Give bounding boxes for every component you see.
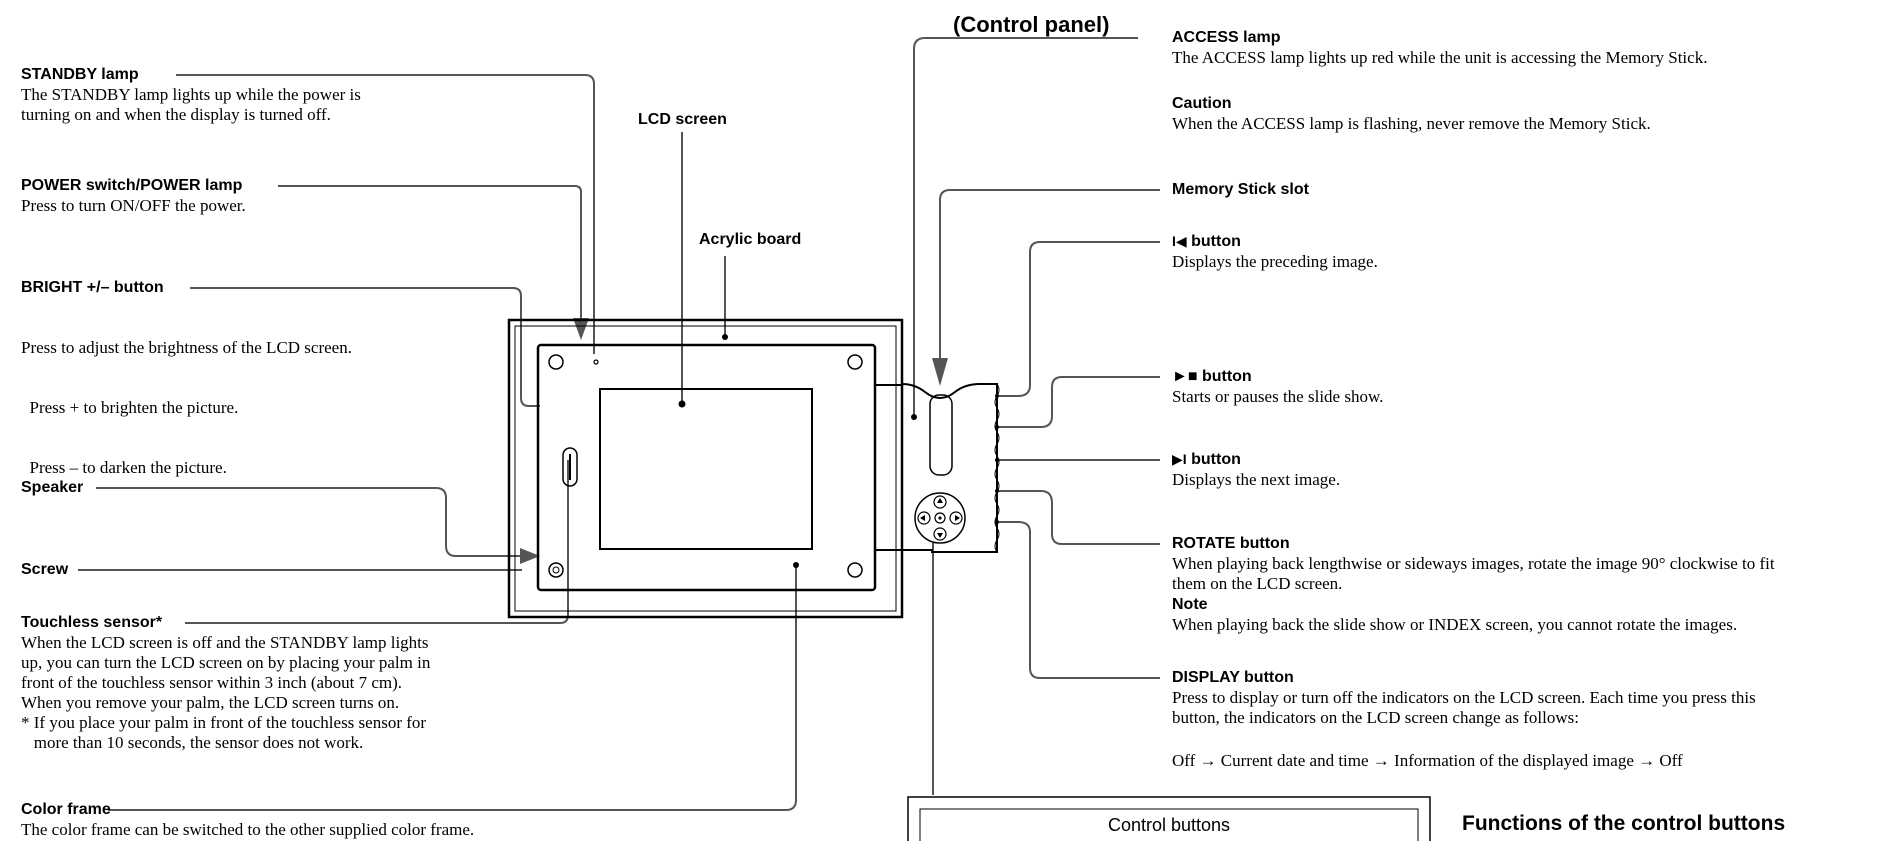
display-leader [997,521,1160,679]
rotate-button-text: When playing back lengthwise or sideways… [1172,554,1775,593]
play-leader [997,376,1160,428]
speaker-arrow [520,548,540,564]
power-arrow [573,318,589,340]
caution-text: When the ACCESS lamp is flashing, never … [1172,114,1651,133]
access-lamp-title: ACCESS lamp [1172,29,1281,46]
memory-stick-slot-title: Memory Stick slot [1172,181,1309,198]
touchless-sensor-title: Touchless sensor* [21,614,163,631]
next-track-icon: ▶I [1172,451,1187,467]
outer-frame [507,318,904,619]
access-leader [913,37,1138,417]
speaker-title: Speaker [21,479,84,496]
play-pause-button-text: Starts or pauses the slide show. [1172,387,1384,406]
note-title: Note [1172,596,1208,613]
power-switch-text: Press to turn ON/OFF the power. [21,196,246,215]
control-panel-shape [875,383,998,553]
play-pause-button-title: ►■ button [1172,368,1252,385]
memory-slot-leader [939,189,1160,360]
standby-leader [176,74,595,354]
control-panel-title: (Control panel) [953,12,1110,37]
acrylic-board-label: Acrylic board [699,231,802,248]
next-button-text: Displays the next image. [1172,470,1341,489]
display-button-text: Press to display or turn off the indicat… [1172,688,1756,727]
memory-arrow [932,358,948,386]
control-buttons-box [907,796,1431,841]
rotate-leader [997,490,1160,545]
control-buttons-label: Control buttons [1107,815,1231,835]
dpad-ring [914,492,966,544]
bright-leader [190,287,540,407]
access-lamp-text: The ACCESS lamp lights up red while the … [1172,48,1708,67]
note-text: When playing back the slide show or INDE… [1172,615,1738,634]
functions-title: Functions of the control buttons [1462,812,1786,835]
bright-button-text: Press to adjust the brightness of the LC… [21,338,352,477]
play-pause-icon: ►■ [1172,368,1198,385]
screw-title: Screw [21,561,69,578]
color-frame-leader [108,565,797,811]
prev-track-icon: I◀ [1172,233,1187,249]
touchless-leader [185,460,569,624]
rotate-button-title: ROTATE button [1172,535,1290,552]
speaker-leader [96,487,522,557]
lcd-screen-label: LCD screen [638,111,727,128]
prev-button-title: I◀ button [1172,233,1241,250]
power-switch-title: POWER switch/POWER lamp [21,177,243,194]
touchless-sensor-text: When the LCD screen is off and the STAND… [21,633,431,752]
caution-title: Caution [1172,95,1232,112]
standby-lamp-title: STANDBY lamp [21,66,139,83]
memory-slot-shape [929,394,953,476]
prev-button-text: Displays the preceding image. [1172,252,1378,271]
lcd-screen-shape [599,388,813,550]
color-frame-title: Color frame [21,801,111,818]
bright-button-title: BRIGHT +/– button [21,279,164,296]
next-button-title: ▶I button [1172,451,1241,468]
color-frame-text: The color frame can be switched to the o… [21,820,475,839]
power-switch-shape [562,447,578,487]
display-sequence: Off → Current date and time → Informatio… [1172,751,1683,770]
acrylic-board [536,343,877,592]
prev-leader [997,241,1160,397]
power-leader [278,185,582,320]
standby-lamp-text: The STANDBY lamp lights up while the pow… [21,85,361,124]
display-button-title: DISPLAY button [1172,669,1294,686]
